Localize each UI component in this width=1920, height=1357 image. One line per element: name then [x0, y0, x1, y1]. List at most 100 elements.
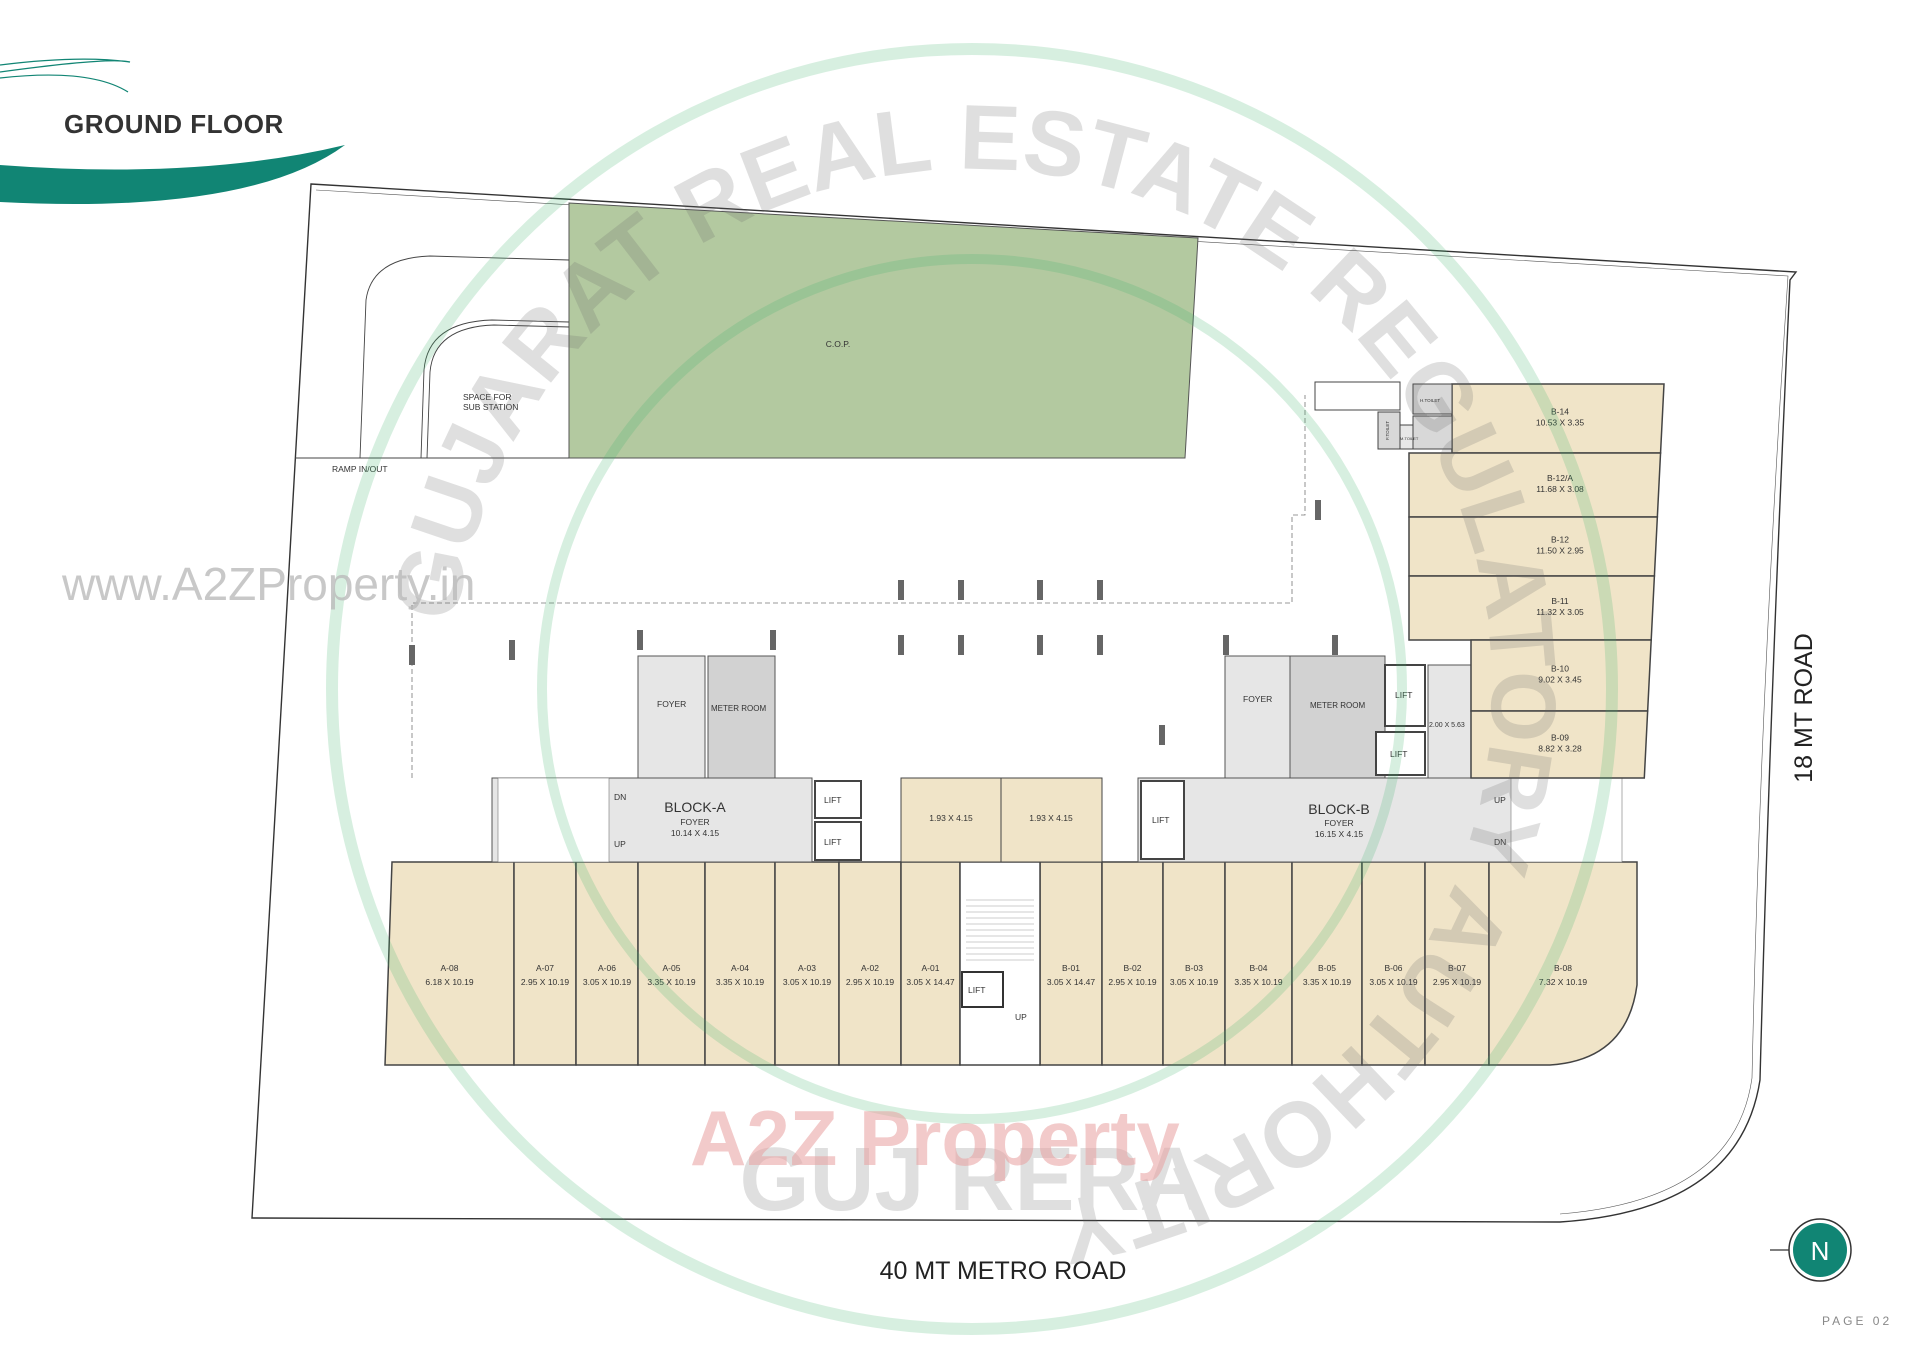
shop-name: B-08 [1554, 963, 1572, 973]
shop-unit[interactable]: A-043.35 X 10.19 [704, 861, 776, 1066]
shop-name: B-04 [1250, 963, 1268, 973]
shop-dims: 3.05 X 14.47 [1047, 977, 1095, 987]
shop-dims: 3.05 X 10.19 [1170, 977, 1218, 987]
block-b-upper-foyer-label: FOYER [1243, 694, 1272, 704]
shop-dims: 11.32 X 3.05 [1536, 607, 1584, 617]
shop-dims: 10.53 X 3.35 [1536, 418, 1584, 428]
central-unit-2-dims: 1.93 X 4.15 [1029, 813, 1073, 823]
shop-name: B-06 [1385, 963, 1403, 973]
block-b-passage-dims: 2.00 X 5.63 [1429, 722, 1465, 729]
column [770, 630, 776, 650]
shop-unit[interactable]: A-05 3.35 X 10.19 [637, 861, 706, 1066]
block-a-upper-foyer-label: FOYER [657, 699, 686, 709]
shop-name: B-01 [1062, 963, 1080, 973]
block-a-foyer-label: FOYER [680, 817, 709, 827]
toilets [1314, 381, 1453, 450]
page-title: GROUND FLOOR [64, 109, 284, 139]
block-b-upper-foyer [1224, 655, 1291, 779]
shop-unit[interactable]: A-063.05 X 10.19 [575, 861, 639, 1066]
cop-label: C.O.P. [826, 339, 850, 349]
block-b-passage [1427, 664, 1472, 779]
shop-dims: 2.95 X 10.19 [846, 977, 894, 987]
column [1037, 635, 1043, 655]
block-a-lift-2-label: LIFT [824, 837, 841, 847]
shop-name: A-03 [798, 963, 816, 973]
shop-dims: 3.35 X 10.19 [1303, 977, 1351, 987]
column [898, 635, 904, 655]
shop-dims: 3.05 X 10.19 [783, 977, 831, 987]
block-a-meter-room-label: METER ROOM [711, 704, 766, 713]
shop-unit[interactable]: A-03 3.05 X 10.19 [774, 861, 840, 1066]
f-toilet-label: F.TOILET [1385, 421, 1390, 440]
shop-unit[interactable]: A-072.95 X 10.19 [513, 861, 577, 1066]
shop-unit[interactable]: B-072.95 X 10.19 [1424, 861, 1490, 1066]
column [509, 640, 515, 660]
shop-dims: 9.02 X 3.45 [1538, 675, 1582, 685]
shop-unit[interactable]: A-02 2.95 X 10.19 [838, 861, 902, 1066]
shop-name: B-12/A [1547, 473, 1573, 483]
shop-unit[interactable]: A-013.05 X 14.47 [900, 861, 961, 1066]
shop-dims: 3.05 X 10.19 [583, 977, 631, 987]
column [898, 580, 904, 600]
shop-dims: 2.95 X 10.19 [1108, 977, 1156, 987]
shop-unit[interactable]: B-022.95 X 10.19 [1101, 861, 1164, 1066]
block-b-title: BLOCK-B [1308, 801, 1369, 817]
shop-name: A-02 [861, 963, 879, 973]
north-label: N [1811, 1236, 1830, 1266]
block-a-up: UP [614, 839, 626, 849]
shop-unit[interactable]: B-04 3.35 X 10.19 [1224, 861, 1293, 1066]
front-shops: A-086.18 X 10.19A-072.95 X 10.19A-063.05… [384, 861, 1638, 1066]
column [1315, 500, 1321, 520]
shop-dims: 3.35 X 10.19 [1234, 977, 1282, 987]
shop-name: B-05 [1318, 963, 1336, 973]
shop-dims: 8.82 X 3.28 [1538, 744, 1582, 754]
central-unit-2 [1000, 777, 1103, 863]
block-b-lift-1 [1384, 664, 1426, 727]
column [1332, 635, 1338, 655]
block-b-dn: DN [1494, 837, 1506, 847]
shop-dims: 3.35 X 10.19 [647, 977, 695, 987]
column [637, 630, 643, 650]
block-a-lift-1-label: LIFT [824, 795, 841, 805]
block-a-lift-2 [814, 821, 862, 861]
column [1223, 635, 1229, 655]
column [1037, 580, 1043, 600]
page-number: PAGE 02 [1822, 1314, 1892, 1328]
shop-name: B-10 [1551, 664, 1569, 674]
north-arrow-icon: N [1770, 1218, 1852, 1282]
shop-name: A-08 [441, 963, 459, 973]
site-boundary [251, 183, 1798, 1223]
shop-name: B-14 [1551, 407, 1569, 417]
block-b-lift-2 [1375, 731, 1426, 776]
block-b-foyer-label: FOYER [1324, 818, 1353, 828]
shop-unit[interactable]: B-063.05 X 10.19 [1361, 861, 1426, 1066]
shop-name: B-11 [1551, 596, 1569, 606]
sub-station-label: SPACE FOR [463, 392, 512, 402]
shop-unit[interactable]: B-087.32 X 10.19 [1488, 861, 1638, 1066]
shop-unit[interactable]: A-086.18 X 10.19 [384, 861, 515, 1066]
shop-dims: 2.95 X 10.19 [521, 977, 569, 987]
sub-station-label-2: SUB STATION [463, 402, 518, 412]
shop-unit[interactable]: B-033.05 X 10.19 [1162, 861, 1226, 1066]
column [1097, 635, 1103, 655]
column [409, 645, 415, 665]
block-b-lift-2-label: LIFT [1390, 749, 1407, 759]
block-a-title: BLOCK-A [664, 799, 726, 815]
ramp-label: RAMP IN/OUT [332, 464, 388, 474]
cop-area [568, 202, 1199, 459]
shop-dims: 2.95 X 10.19 [1433, 977, 1481, 987]
site-url-watermark: www.A2ZProperty.in [61, 558, 475, 610]
shop-unit[interactable]: B-098.82 X 3.28 [1470, 710, 1649, 779]
shop-name: B-09 [1551, 733, 1569, 743]
block-b-lift-1-label: LIFT [1395, 690, 1412, 700]
road-label-bottom: 40 MT METRO ROAD [880, 1257, 1127, 1285]
m-toilet-label: M.TOILET [1400, 436, 1419, 441]
h-toilet-label: H.TOILET [1420, 398, 1440, 403]
block-b-up: UP [1494, 795, 1506, 805]
shop-unit[interactable]: B-01 3.05 X 14.47 [1039, 861, 1103, 1066]
shop-name: A-05 [663, 963, 681, 973]
shop-dims: 3.05 X 14.47 [906, 977, 954, 987]
shop-dims: 11.68 X 3.08 [1536, 484, 1584, 494]
